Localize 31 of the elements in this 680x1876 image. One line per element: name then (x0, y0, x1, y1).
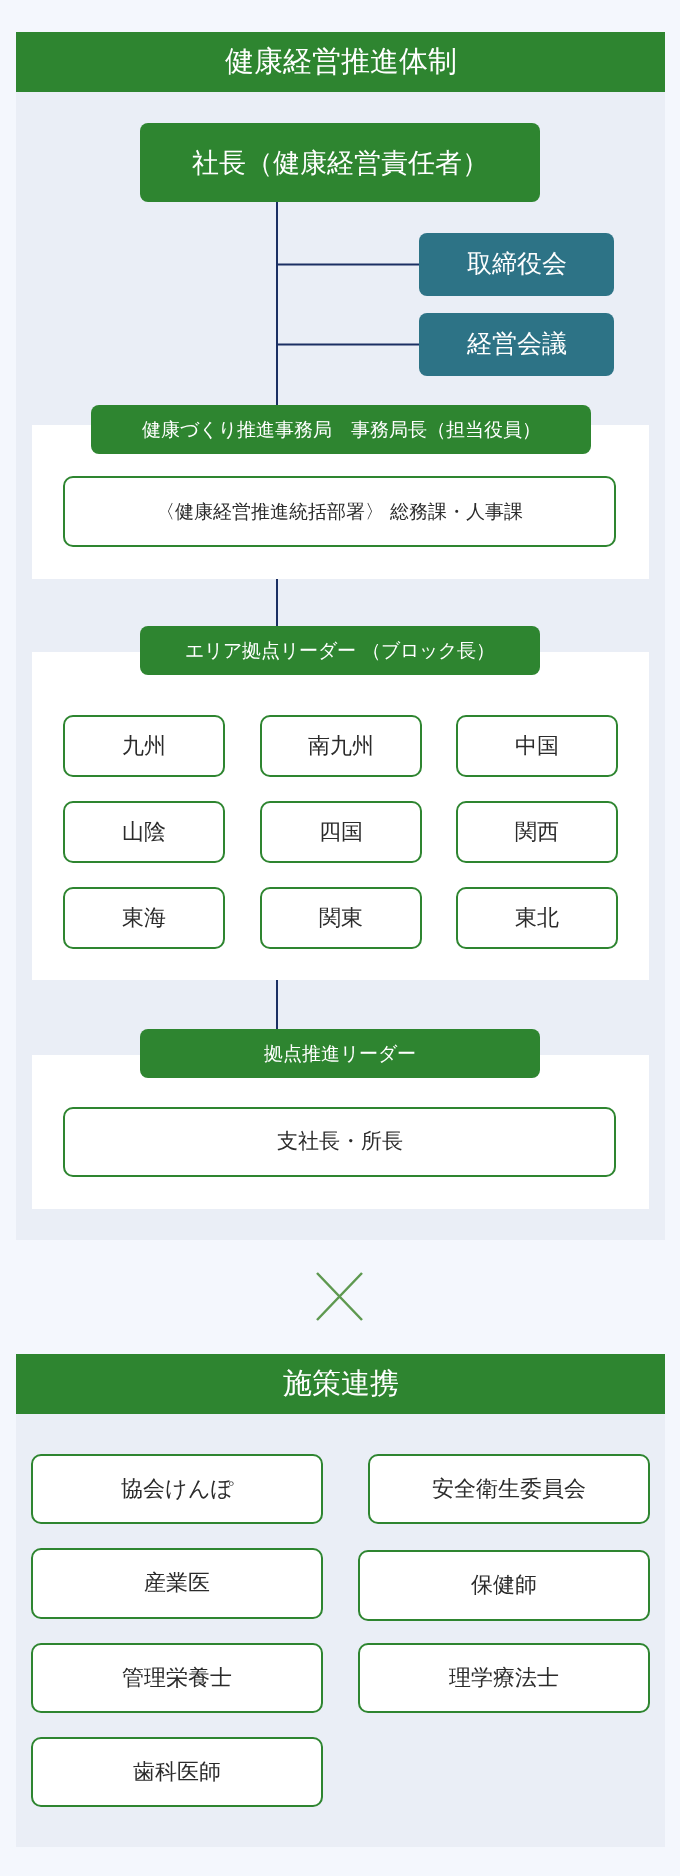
partner-box: 協会けんぽ (31, 1454, 323, 1524)
section-header: 健康経営推進体制 (16, 32, 665, 92)
group-heading-tab: 拠点推進リーダー (140, 1029, 540, 1078)
section-panel (16, 1354, 665, 1847)
group-heading-tab: 健康づくり推進事務局 事務局長（担当役員） (91, 405, 591, 454)
partner-box: 歯科医師 (31, 1737, 323, 1807)
region-box: 南九州 (260, 715, 422, 777)
partner-box: 理学療法士 (358, 1643, 650, 1713)
board-box: 経営会議 (419, 313, 614, 376)
connector-line (276, 979, 278, 1030)
board-box: 取締役会 (419, 233, 614, 296)
region-box: 九州 (63, 715, 225, 777)
region-box: 関西 (456, 801, 618, 863)
region-box: 関東 (260, 887, 422, 949)
region-box: 四国 (260, 801, 422, 863)
region-box: 山陰 (63, 801, 225, 863)
region-box: 東海 (63, 887, 225, 949)
department-box: 〈健康経営推進統括部署〉 総務課・人事課 (63, 476, 616, 547)
section-panel (16, 32, 665, 1240)
region-box: 東北 (456, 887, 618, 949)
executive-box: 社長（健康経営責任者） (140, 123, 540, 202)
partner-box: 保健師 (358, 1550, 650, 1621)
section-header: 施策連携 (16, 1354, 665, 1414)
region-box: 中国 (456, 715, 618, 777)
partner-box: 管理栄養士 (31, 1643, 323, 1713)
connector-line (276, 578, 278, 627)
partner-box: 安全衛生委員会 (368, 1454, 650, 1524)
department-box: 支社長・所長 (63, 1107, 616, 1177)
group-heading-tab: エリア拠点リーダー （ブロック長） (140, 626, 540, 675)
connector-line (276, 201, 278, 406)
partner-box: 産業医 (31, 1548, 323, 1619)
